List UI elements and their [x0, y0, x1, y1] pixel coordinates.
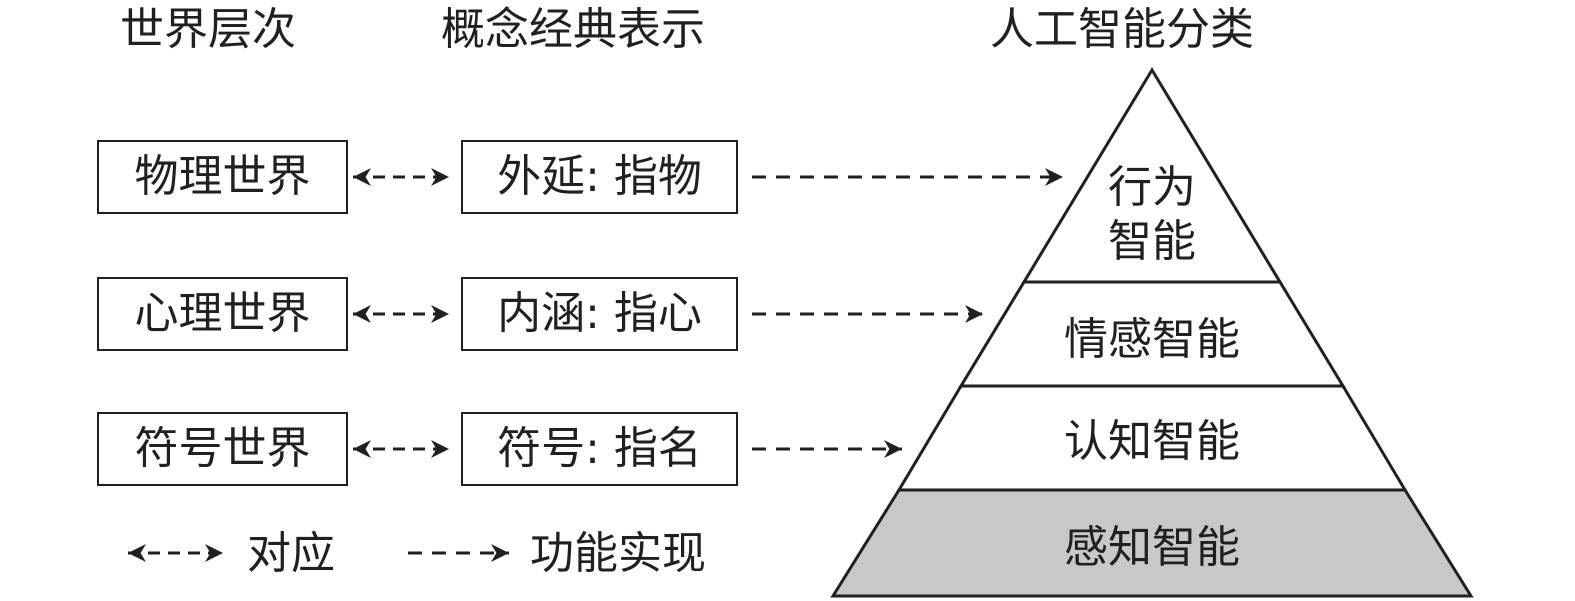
concept-box-extension: 外延: 指物: [461, 140, 738, 214]
world-box-psychological: 心理世界: [97, 277, 348, 351]
header-ai-classification: 人工智能分类: [990, 4, 1254, 55]
pyramid-label-behavior-line1: 行为: [1108, 162, 1196, 213]
world-box-symbolic: 符号世界: [97, 412, 348, 486]
concept-box-intension: 内涵: 指心: [461, 277, 738, 351]
legend-correspondence-label: 对应: [247, 528, 335, 579]
concept-box-symbol: 符号: 指名: [461, 412, 738, 486]
world-box-physical: 物理世界: [97, 140, 348, 214]
legend-implementation-label: 功能实现: [530, 528, 706, 579]
pyramid-layer-4: [830, 488, 1474, 598]
pyramid-label-behavior-line2: 智能: [1108, 216, 1196, 267]
header-concept-representation: 概念经典表示: [441, 4, 705, 55]
pyramid-label-emotion: 情感智能: [1064, 314, 1240, 365]
header-world-levels: 世界层次: [120, 4, 296, 55]
pyramid-label-perception: 感知智能: [1064, 522, 1240, 573]
pyramid-label-cognition: 认知智能: [1064, 416, 1240, 467]
